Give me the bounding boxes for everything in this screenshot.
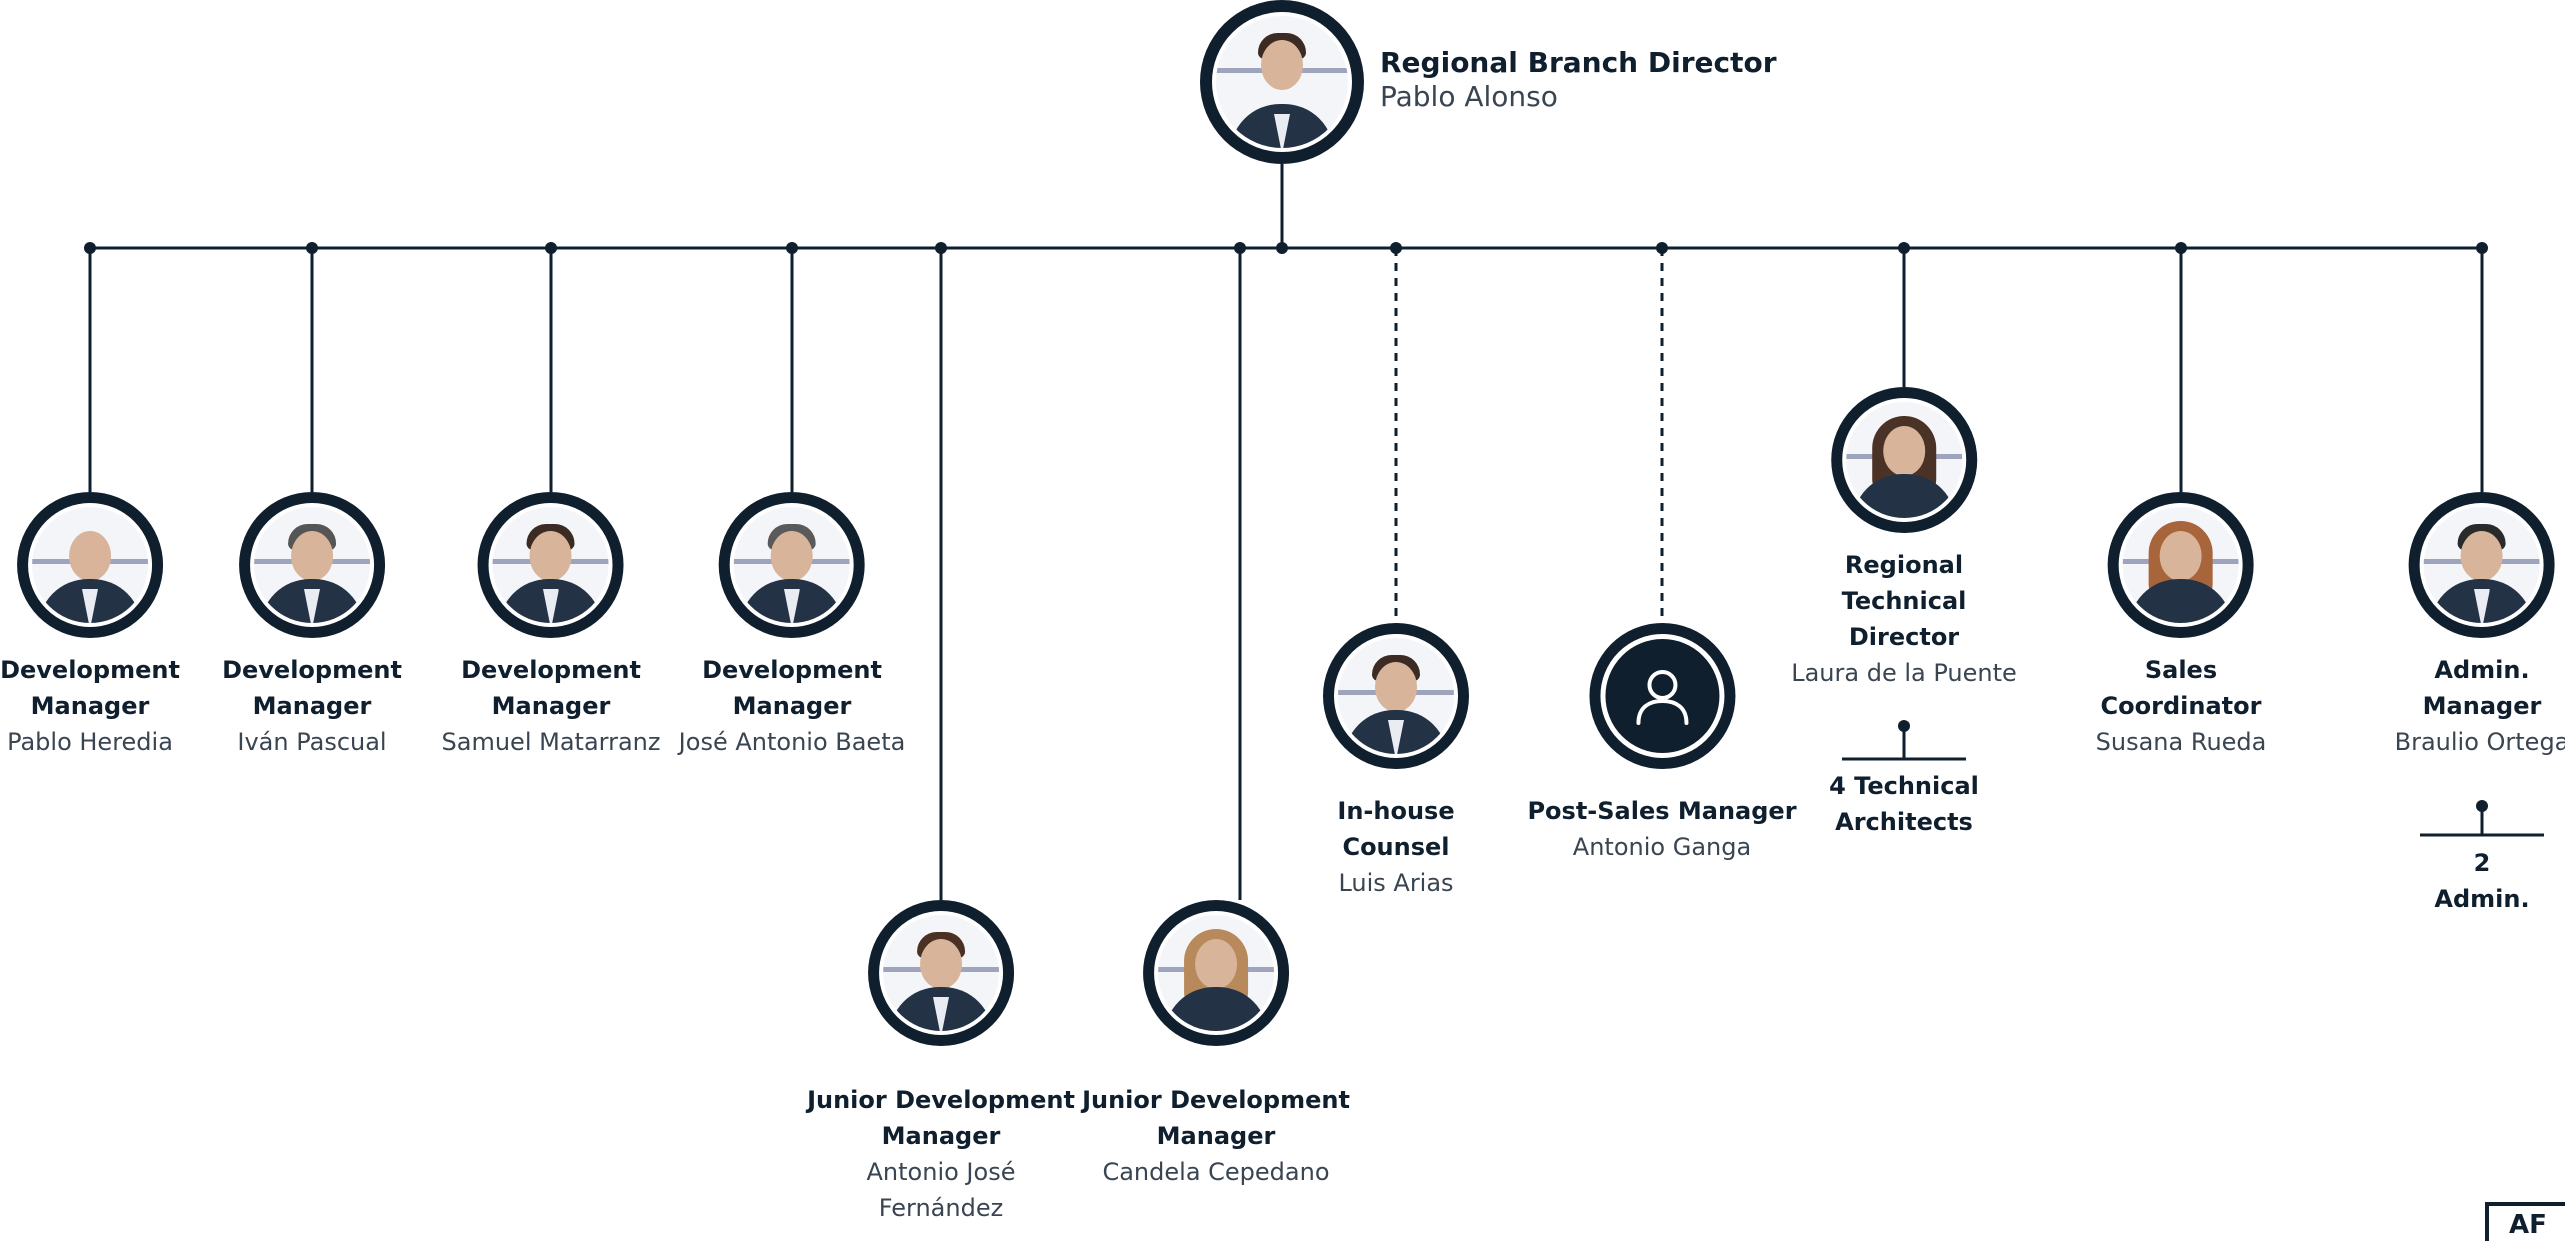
node-name: Susana Rueda (2095, 728, 2267, 756)
node-name: Luis Arias (1338, 869, 1454, 897)
connector-junction-antonio-jose-fernandez (935, 242, 947, 254)
logo-text: AF (2509, 1210, 2547, 1240)
node-antonio-jose-fernandez[interactable]: Junior Development Manager Antonio José … (807, 900, 1075, 1226)
node-title: Junior Development Manager (807, 1086, 1075, 1150)
node-title: Junior Development Manager (1082, 1086, 1350, 1150)
connector-junction-samuel-matarranz (545, 242, 557, 254)
connector-junction-pablo-heredia (84, 242, 96, 254)
node-name: Antonio Ganga (1572, 833, 1752, 861)
node-title: Post-Sales Manager (1527, 797, 1797, 825)
node-title: Regional Technical Director (1841, 551, 1967, 651)
avatar-ivan-pascual (238, 492, 385, 638)
corner-logo: AF (2485, 1202, 2565, 1241)
connector-junction-braulio-ortega (2476, 242, 2488, 254)
node-ivan-pascual[interactable]: Development Manager Iván Pascual (222, 492, 402, 760)
node-name: Iván Pascual (237, 728, 387, 756)
node-title: In-house Counsel (1337, 797, 1455, 861)
node-name: Laura de la Puente (1791, 659, 2017, 687)
avatar-antonio-ganga (1588, 623, 1735, 769)
connector-junction-susana-rueda (2175, 242, 2187, 254)
node-title: Development Manager (0, 656, 180, 720)
node-name: Braulio Ortega (2394, 728, 2565, 756)
avatar-pablo-alonso (1200, 0, 1364, 164)
subordinates-technical-architects: 4 Technical Architects (1829, 772, 1979, 836)
avatar-pablo-heredia (16, 492, 163, 638)
node-pablo-heredia[interactable]: Development Manager Pablo Heredia (0, 492, 180, 760)
subordinates-admin: 2 Admin. (2434, 849, 2530, 913)
node-name: Pablo Heredia (7, 728, 173, 756)
avatar-candela-cepedano (1143, 900, 1289, 1046)
director-name: Pablo Alonso (1380, 80, 1558, 113)
node-laura-de-la-puente[interactable]: Regional Technical Director Laura de la … (1791, 387, 2017, 691)
node-antonio-ganga[interactable]: Post-Sales Manager Antonio Ganga (1527, 623, 1797, 865)
avatar-susana-rueda (2108, 492, 2254, 638)
node-title: Sales Coordinator (2100, 656, 2262, 720)
node-title: Development Manager (222, 656, 402, 720)
node-title: Development Manager (702, 656, 882, 720)
connector-junction-laura-de-la-puente (1898, 242, 1910, 254)
avatar-luis-arias (1323, 623, 1469, 769)
avatar-jose-antonio-baeta (718, 492, 865, 638)
avatar-antonio-jose-fernandez (868, 900, 1014, 1046)
node-samuel-matarranz[interactable]: Development Manager Samuel Matarranz (441, 492, 661, 760)
node-name: Antonio José Fernández (866, 1158, 1016, 1222)
node-name: José Antonio Baeta (678, 728, 906, 756)
avatar-samuel-matarranz (477, 492, 624, 638)
node-name: Samuel Matarranz (441, 728, 661, 756)
avatar-laura-de-la-puente (1830, 387, 1977, 533)
connector-junction-luis-arias (1390, 242, 1402, 254)
node-title: Admin. Manager (2422, 656, 2542, 720)
node-luis-arias[interactable]: In-house Counsel Luis Arias (1323, 623, 1469, 901)
director-title: Regional Branch Director (1380, 46, 1777, 79)
node-candela-cepedano[interactable]: Junior Development Manager Candela Ceped… (1082, 900, 1350, 1190)
connector-junction-candela-cepedano (1234, 242, 1246, 254)
director-label: Regional Branch Director Pablo Alonso (1380, 46, 1777, 114)
node-jose-antonio-baeta[interactable]: Development Manager José Antonio Baeta (678, 492, 906, 760)
node-braulio-ortega[interactable]: Admin. Manager Braulio Ortega (2395, 492, 2565, 760)
node-susana-rueda[interactable]: Sales Coordinator Susana Rueda (2095, 492, 2267, 760)
connector-junction-jose-antonio-baeta (786, 242, 798, 254)
avatar-braulio-ortega (2409, 492, 2555, 638)
person-icon (1635, 670, 1688, 725)
node-title: Development Manager (461, 656, 641, 720)
node-name: Candela Cepedano (1102, 1158, 1330, 1186)
connector-junction-antonio-ganga (1656, 242, 1668, 254)
connector-technical-architects-dot (1898, 720, 1910, 732)
node-regional-branch-director[interactable] (1200, 0, 1364, 164)
connector-admin-dot (2476, 800, 2488, 812)
connector-junction-ivan-pascual (306, 242, 318, 254)
connector-junction-director (1276, 242, 1288, 254)
